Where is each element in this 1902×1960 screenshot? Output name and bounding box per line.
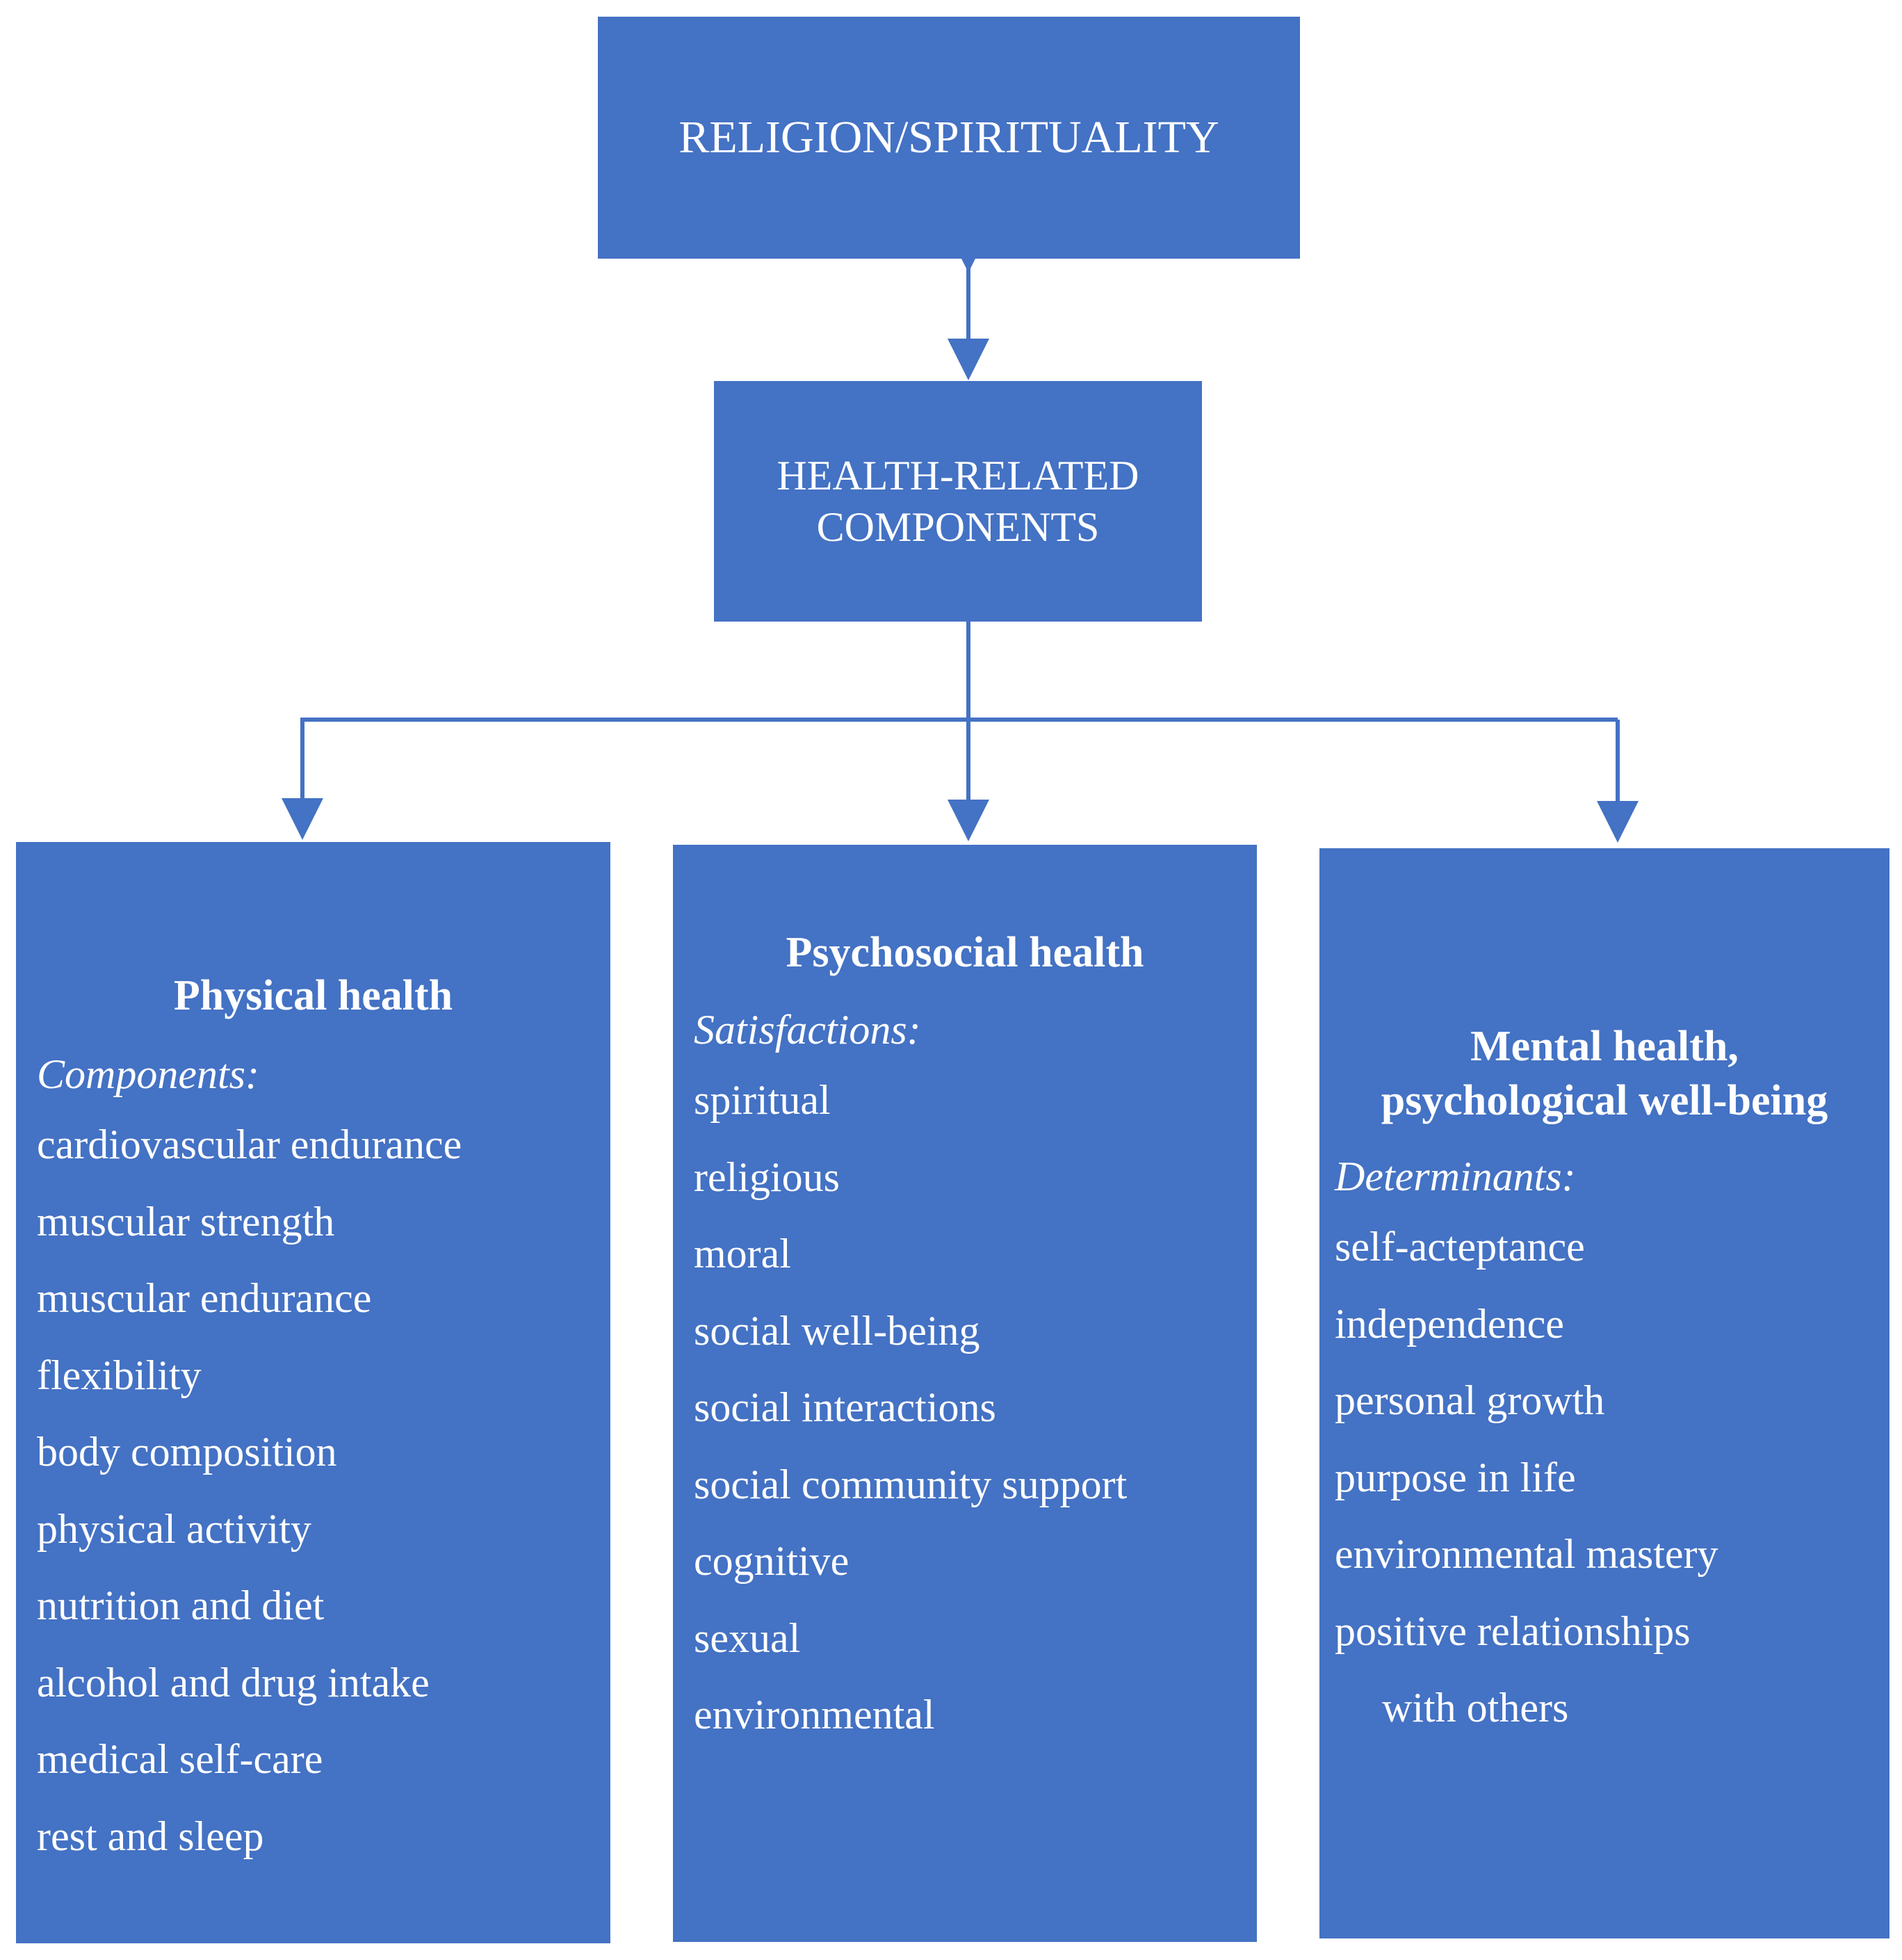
list-item: purpose in life <box>1335 1454 1576 1500</box>
list-item: muscular endurance <box>37 1275 372 1321</box>
list-item: environmental mastery <box>1335 1531 1718 1577</box>
list-item: alcohol and drug intake <box>37 1659 430 1706</box>
list-item: medical self-care <box>37 1736 323 1782</box>
health-related-components-box: HEALTH-RELATED COMPONENTS <box>714 381 1202 622</box>
psychosocial-health-box: Psychosocial health Satisfactions: spiri… <box>673 845 1257 1942</box>
religion-spirituality-label: RELIGION/SPIRITUALITY <box>678 112 1219 163</box>
health-related-label-line2: COMPONENTS <box>816 504 1100 550</box>
list-item: body composition <box>37 1429 337 1475</box>
list-item: nutrition and diet <box>37 1582 325 1628</box>
psychosocial-health-heading: Psychosocial health <box>786 929 1144 976</box>
health-related-label-line1: HEALTH-RELATED <box>777 453 1139 499</box>
mental-health-list: self-acteptance independence personal gr… <box>1335 1208 1718 1747</box>
mental-health-subheading: Determinants: <box>1335 1153 1576 1199</box>
mental-health-heading-line2: psychological well-being <box>1381 1077 1828 1124</box>
list-item: religious <box>694 1153 840 1200</box>
psychosocial-health-list: spiritual religious moral social well-be… <box>694 1062 1127 1754</box>
physical-health-heading: Physical health <box>173 972 453 1019</box>
mental-health-heading-line1: Mental health, <box>1470 1023 1739 1070</box>
religion-spirituality-box: RELIGION/SPIRITUALITY <box>598 17 1300 259</box>
psychosocial-health-subheading: Satisfactions: <box>694 1007 921 1053</box>
list-item: rest and sleep <box>37 1813 264 1859</box>
list-item: moral <box>694 1231 791 1277</box>
list-item: cognitive <box>694 1538 850 1584</box>
list-item: cardiovascular endurance <box>37 1121 462 1167</box>
list-item: sexual <box>694 1614 801 1661</box>
list-item-continuation: with others <box>1382 1685 1569 1731</box>
list-item: spiritual <box>694 1077 831 1123</box>
list-item: physical activity <box>37 1505 311 1552</box>
mental-health-box: Mental health, psychological well-being … <box>1319 848 1889 1938</box>
list-item: social community support <box>694 1461 1128 1507</box>
physical-health-list: cardiovascular endurance muscular streng… <box>37 1106 462 1874</box>
list-item: social interactions <box>694 1384 996 1430</box>
physical-health-box: Physical health Components: cardiovascul… <box>16 842 610 1943</box>
list-item: environmental <box>694 1692 935 1738</box>
physical-health-subheading: Components: <box>37 1051 259 1097</box>
list-item: personal growth <box>1335 1377 1605 1423</box>
list-item: positive relationships <box>1335 1607 1691 1654</box>
list-item: social well-being <box>694 1307 980 1354</box>
list-item: independence <box>1335 1300 1564 1347</box>
list-item: self-acteptance <box>1335 1224 1585 1270</box>
list-item: muscular strength <box>37 1198 335 1245</box>
list-item: flexibility <box>37 1352 202 1398</box>
